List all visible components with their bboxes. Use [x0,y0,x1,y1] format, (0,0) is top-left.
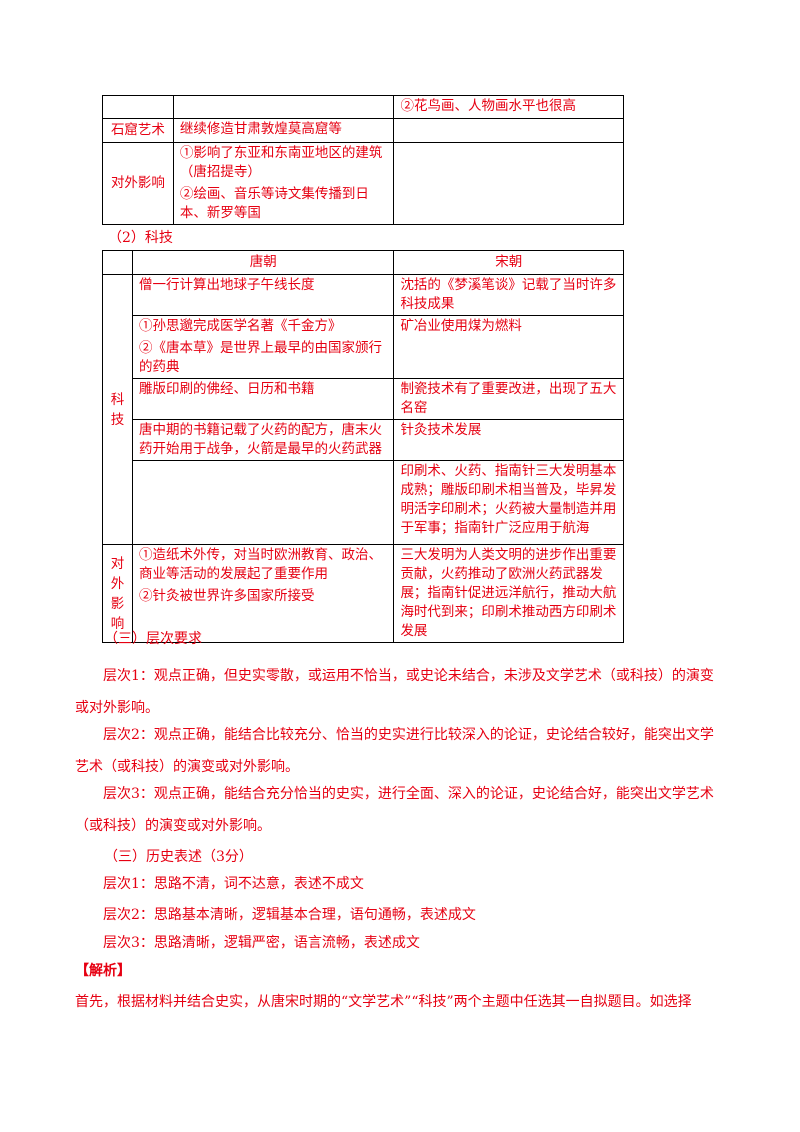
table-row: ①孙思邈完成医学名著《千金方》 ②《唐本草》是世界上最早的由国家颁行的药典 矿冶… [103,315,624,379]
literature-art-table: ②花鸟画、人物画水平也很高 石窟艺术 继续修造甘肃敦煌莫高窟等 对外影响 ①影响… [102,95,624,225]
table-row: ②花鸟画、人物画水平也很高 [102,95,624,119]
tang-cell [172,95,395,119]
row-label [102,95,174,119]
group-label-keji: 科技 [102,274,133,545]
song-cell: 制瓷技术有了重要改进，出现了五大名窑 [393,378,624,420]
header-tang: 唐朝 [131,250,395,275]
tang-cell: 继续修造甘肃敦煌莫高窟等 [172,118,395,143]
levels-heading: （三）层次要求 [104,631,202,647]
row-label: 对外影响 [102,142,174,225]
level-1-text: 层次1：观点正确，但史实零散，或运用不恰当，或史论未结合，未涉及文学艺术（或科技… [75,668,714,716]
tang-cell: ①影响了东亚和东南亚地区的建筑（唐招提寺） ②绘画、音乐等诗文集传播到日本、新罗… [172,142,395,225]
header-song: 宋朝 [393,250,624,275]
song-cell [393,118,624,143]
tang-cell: ①造纸术外传，对当时欧洲教育、政治、商业等活动的发展起了重要作用 ②针灸被世界许… [131,544,395,643]
tang-cell: 唐中期的书籍记载了火药的配方，唐末火药开始用于战争，火箭是最早的火药武器 [131,419,395,461]
table-row: 对外影响 ①造纸术外传，对当时欧洲教育、政治、商业等活动的发展起了重要作用 ②针… [102,544,624,643]
table-row: 对外影响 ①影响了东亚和东南亚地区的建筑（唐招提寺） ②绘画、音乐等诗文集传播到… [102,142,624,225]
cell-line: ①孙思邈完成医学名著《千金方》 [138,318,342,334]
table-row: 雕版印刷的佛经、日历和书籍 制瓷技术有了重要改进，出现了五大名窑 [103,378,624,420]
expression-level-3: 层次3：思路清晰，逻辑严密，语言流畅，表述成文 [103,935,420,951]
expression-level-2: 层次2：思路基本清晰，逻辑基本合理，语句通畅，表述成文 [103,907,476,923]
cell-line: ②针灸被世界许多国家所接受 [138,588,315,604]
song-cell: ②花鸟画、人物画水平也很高 [393,95,624,119]
level-2-text: 层次2：观点正确，能结合比较充分、恰当的史实进行比较深入的论证，史论结合较好，能… [75,727,714,775]
song-cell: 矿冶业使用煤为燃料 [393,315,624,379]
expression-level-1: 层次1：思路不清，词不达意，表述不成文 [103,876,364,892]
song-cell [393,142,624,225]
corner-cell [102,250,133,275]
analysis-text: 首先，根据材料并结合史实，从唐宋时期的“文学艺术”“科技”两个主题中任选其一自拟… [75,994,692,1010]
table-row: 唐中期的书籍记载了火药的配方，唐末火药开始用于战争，火箭是最早的火药武器 针灸技… [103,419,624,461]
table-row: 科技 僧一行计算出地球子午线长度 沈括的《梦溪笔谈》记载了当时许多科技成果 [102,274,624,545]
song-cell: 三大发明为人类文明的进步作出重要贡献，火药推动了欧洲火药武器发展；指南针促进远洋… [393,544,624,643]
table-row: 印刷术、火药、指南针三大发明基本成熟；雕版印刷术相当普及，毕昇发明活字印刷术；火… [103,460,624,545]
cell-line: ②绘画、音乐等诗文集传播到日本、新罗等国 [179,186,369,221]
cell-line: ①造纸术外传，对当时欧洲教育、政治、商业等活动的发展起了重要作用 [138,547,382,582]
section-heading-keji: （2）科技 [108,230,173,246]
cell-line: ②《唐本草》是世界上最早的由国家颁行的药典 [138,340,382,375]
row-label: 石窟艺术 [102,118,174,143]
analysis-label: 【解析】 [75,963,131,979]
song-cell: 针灸技术发展 [393,419,624,461]
tang-cell: 雕版印刷的佛经、日历和书籍 [131,378,395,420]
cell-line: ①影响了东亚和东南亚地区的建筑（唐招提寺） [179,145,383,180]
tang-cell: 僧一行计算出地球子午线长度 [131,274,395,316]
expression-heading: （三）历史表述（3分） [104,849,253,865]
table-header-row: 唐朝 宋朝 [102,250,624,275]
song-cell: 印刷术、火药、指南针三大发明基本成熟；雕版印刷术相当普及，毕昇发明活字印刷术；火… [393,460,624,545]
tang-cell [131,460,395,545]
group-label-influence: 对外影响 [102,544,133,643]
tang-cell: ①孙思邈完成医学名著《千金方》 ②《唐本草》是世界上最早的由国家颁行的药典 [131,315,395,379]
table-row: 石窟艺术 继续修造甘肃敦煌莫高窟等 [102,118,624,143]
technology-table: 唐朝 宋朝 科技 僧一行计算出地球子午线长度 沈括的《梦溪笔谈》记载了当时许多科… [102,250,624,643]
level-3-text: 层次3：观点正确，能结合充分恰当的史实，进行全面、深入的论证，史论结合好，能突出… [75,786,714,834]
song-cell: 沈括的《梦溪笔谈》记载了当时许多科技成果 [393,274,624,316]
